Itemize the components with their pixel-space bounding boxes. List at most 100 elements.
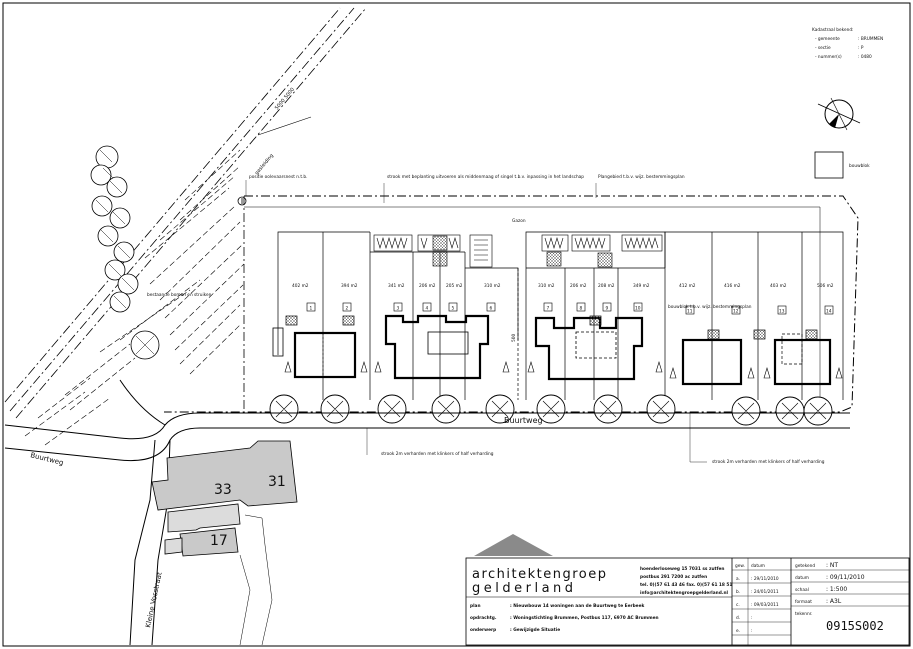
- street-tree-marks: [275, 400, 827, 420]
- buurtweg-road-label: Buurtweg: [504, 416, 543, 425]
- access-markers: [284, 360, 843, 379]
- cadastral-label-sectie: - sectie: [815, 45, 831, 51]
- firm-name-line2: gelderland: [472, 581, 577, 596]
- gas-distance-label: 5000 5000: [274, 87, 296, 112]
- cadastral-label-nummer: - nummer(s): [815, 54, 842, 60]
- meta-value-formaat: : A3L: [826, 598, 842, 605]
- meta-label-tekennr: tekennr.: [795, 611, 813, 617]
- plot-number-14: 14: [826, 309, 832, 315]
- tree-scribbles: [95, 149, 155, 355]
- plot-area-4: 206 m2: [419, 283, 436, 289]
- firm-name-line1: architektengroep: [472, 567, 608, 582]
- meta-value-schaal: : 1:500: [826, 586, 847, 593]
- plot-area-13: 403 m2: [770, 283, 787, 289]
- plot-area-5: 205 m2: [446, 283, 463, 289]
- plot-number-13: 13: [779, 309, 785, 315]
- cadastral-title: Kadastraal bekend:: [812, 27, 854, 33]
- building-17: 17: [210, 533, 228, 549]
- storage-marks: [376, 236, 659, 261]
- north-arrow-icon: [817, 97, 861, 131]
- wijz-date-b: : 24/01/2011: [751, 589, 779, 595]
- gasleiding-label: gasleiding: [254, 153, 275, 176]
- cadastral-label-gemeente: - gemeente: [815, 36, 840, 42]
- plot-number-10: 10: [635, 306, 641, 312]
- plot-number-1: 1: [310, 306, 313, 312]
- tb-label-plan: plan: [470, 603, 481, 609]
- top-annotations: positie oolevaarsnest n.t.b. strook met …: [245, 174, 685, 224]
- drawing-number: 0915S002: [826, 619, 884, 633]
- wijz-letter-a: a.: [736, 577, 740, 582]
- firm-address-2: postbus 291 7200 ac zutfen: [640, 574, 707, 580]
- meta-label-schaal: schaal: [795, 587, 809, 593]
- bouwblok-legend-label: bouwblok: [849, 163, 870, 169]
- plot-area-7: 310 m2: [538, 283, 555, 289]
- cadastral-info: Kadastraal bekend: - gemeente : BRUMMEN …: [812, 27, 883, 60]
- wijz-date-c: : 09/03/2011: [751, 602, 779, 608]
- meta-label-getekend: getekend: [795, 563, 815, 569]
- plot-number-12: 12: [733, 309, 739, 315]
- meta-value-getekend: : NT: [826, 562, 838, 569]
- storage-boxes: [373, 234, 663, 268]
- plot-number-8: 8: [580, 306, 583, 312]
- existing-trees: [90, 145, 160, 360]
- meta-label-datum: datum: [795, 575, 809, 581]
- houses: [272, 314, 832, 386]
- gazon-label: Gazon: [512, 218, 526, 224]
- paalpositie-label: positie oolevaarsnest n.t.b.: [249, 174, 307, 180]
- plot-numbers: 1 2 3 4 5 6 7 8 9 10 11 12 13 14: [306, 302, 834, 315]
- plot-area-2: 394 m2: [341, 283, 358, 289]
- cadastral-value-sectie: : P: [858, 45, 864, 51]
- plot-number-9: 9: [606, 306, 609, 312]
- plot-number-3: 3: [397, 306, 400, 312]
- firm-address-4: info@architektengroepgelderland.nl: [640, 590, 729, 596]
- title-block: architektengroep gelderland hoenderlosew…: [465, 534, 910, 646]
- plangebied-label: Plangebied t.b.v. wijz. bestemmingsplan: [598, 174, 685, 180]
- street-trees: [269, 394, 833, 426]
- tb-value-plan: : Nieuwbouw 14 woningen aan de Buurtweg …: [510, 603, 645, 609]
- plot-number-11: 11: [687, 309, 693, 315]
- tb-value-onderwerp: : Gewijzigde Situatie: [510, 627, 560, 633]
- bestaande-bomen-label: bestaande bomen en struiken: [147, 292, 212, 298]
- plot-area-1: 402 m2: [292, 283, 309, 289]
- bouwblok-tbv-label: bouwblok t.b.v. wijz. bestemmingsplan: [668, 304, 752, 310]
- strook-beplanting-label: strook met beplanting uitvoeren als midd…: [387, 174, 584, 180]
- firm-logo-roof: [474, 534, 553, 556]
- plot-area-12: 416 m2: [724, 283, 741, 289]
- existing-buildings: [151, 440, 298, 557]
- firm-address-3: tel. 0)(57 61 43 46 fax. 0)(57 61 18 51: [640, 582, 732, 588]
- plot-number-2: 2: [346, 306, 349, 312]
- plot-number-5: 5: [452, 306, 455, 312]
- plot-area-9: 208 m2: [598, 283, 615, 289]
- tb-value-opdrachtg: : Woningstichting Brummen, Postbus 117, …: [510, 615, 659, 621]
- plot-number-6: 6: [490, 306, 493, 312]
- plot-area-6: 310 m2: [484, 283, 501, 289]
- wijz-date-d: :: [751, 616, 752, 621]
- road-mid-label: 500: [511, 334, 517, 342]
- cadastral-value-nummer: : 0480: [858, 54, 872, 60]
- firm-address-1: hoenderloseweg 15 7031 ss zutfen: [640, 566, 724, 572]
- plot-number-4: 4: [426, 306, 429, 312]
- wijz-letter-c: c.: [736, 603, 740, 608]
- wijz-letter-d: d.: [736, 615, 740, 621]
- wijz-header-datum: datum: [751, 563, 765, 569]
- pipeline-hatch: [24, 149, 245, 446]
- gas-pipeline: 5000 5000 gasleiding: [4, 7, 367, 419]
- plot-lines: [277, 231, 844, 400]
- wijz-date-e: :: [751, 629, 752, 634]
- plot-area-10: 349 m2: [633, 283, 650, 289]
- building-33: 33: [214, 482, 232, 498]
- wijz-date-a: : 29/11/2010: [751, 576, 779, 582]
- strook-verharden-left-label: strook 2m verharden met klinkers of half…: [381, 451, 494, 457]
- plan-boundary: [164, 195, 859, 413]
- plot-area-11: 412 m2: [679, 283, 696, 289]
- tb-label-onderwerp: onderwerp: [470, 627, 496, 633]
- plot-areas: 402 m2 394 m2 341 m2 206 m2 205 m2 310 m…: [292, 283, 834, 289]
- wijz-header-gew: gew.: [735, 564, 745, 569]
- meta-label-formaat: formaat: [795, 599, 812, 605]
- plot-area-3: 341 m2: [388, 283, 405, 289]
- other-lot-lines: [239, 514, 273, 646]
- bouwblok-legend: bouwblok: [814, 151, 870, 179]
- tb-label-opdrachtg: opdrachtg.: [470, 615, 497, 621]
- wijz-letter-e: e.: [736, 629, 740, 634]
